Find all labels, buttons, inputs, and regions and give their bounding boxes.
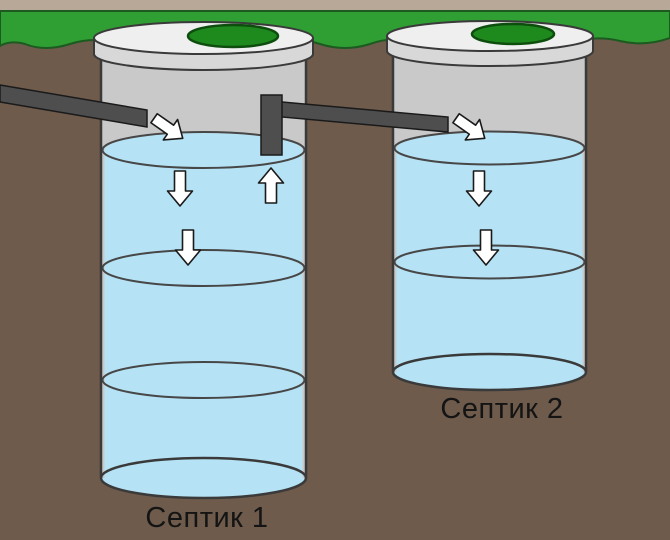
tank1-walls [99, 50, 308, 478]
inlet-pipe [0, 84, 148, 128]
tee-fitting-pipe [260, 94, 283, 156]
tank1-label: Септик 1 [145, 502, 268, 534]
tank2-walls [391, 48, 588, 372]
tank2-water-surface [396, 132, 583, 164]
tank1-water-surface [104, 133, 303, 167]
tank2-manhole-cover [470, 22, 556, 46]
surface-edge-strip [0, 0, 670, 11]
tank-2 [386, 20, 594, 392]
tank1-ring-joint-3 [101, 361, 306, 399]
tank1-water [104, 150, 303, 478]
tank1-manhole-cover [186, 23, 280, 49]
tank2-bottom-cap [393, 372, 586, 390]
tank1-bottom-cap [101, 478, 306, 498]
tank2-label: Септик 2 [440, 393, 563, 425]
tank2-ring-joint-1 [393, 130, 586, 166]
tank1-ring-joint-2 [101, 249, 306, 287]
tank1-ring-joint-1 [101, 131, 306, 169]
tank-1 [93, 21, 314, 500]
